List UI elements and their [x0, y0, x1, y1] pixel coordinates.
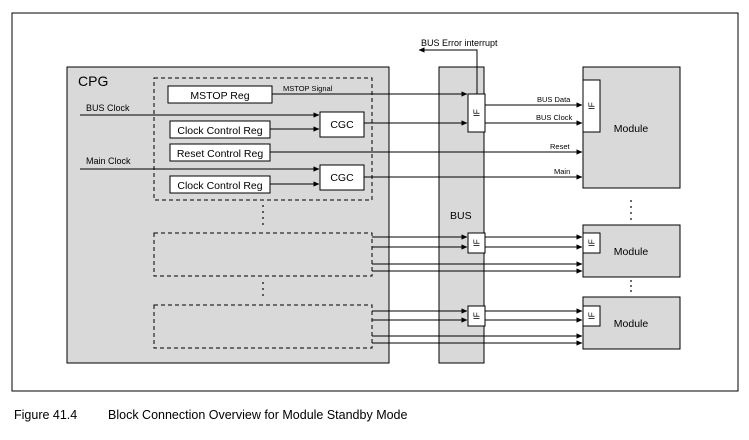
bus-label: BUS — [450, 210, 472, 222]
reset-control-reg-label: Reset Control Reg — [177, 148, 264, 160]
cgc-box-1 — [319, 111, 365, 138]
module-label-1: Module — [614, 123, 649, 135]
cpg-ellipsis-1 — [262, 205, 264, 225]
bus-error-interrupt-arrow — [418, 47, 478, 94]
cgc-box-2 — [319, 164, 365, 191]
bus-if-label-3: IF — [472, 312, 482, 320]
bus-if-box-2 — [467, 232, 486, 254]
figure-title: Block Connection Overview for Module Sta… — [108, 408, 408, 422]
module-label-2: Module — [614, 246, 649, 258]
bus-if-label-2: IF — [472, 239, 482, 247]
module-if-box-1 — [582, 79, 601, 133]
register-group — [153, 77, 373, 201]
module-label-3: Module — [614, 318, 649, 330]
clock-control-reg-label-2: Clock Control Reg — [177, 180, 262, 192]
cpg-label: CPG — [78, 73, 108, 89]
bus-clock-input-label: BUS Clock — [86, 103, 130, 113]
mstop-reg-label: MSTOP Reg — [190, 90, 249, 102]
bus-if-box-1 — [467, 93, 486, 133]
placeholder-group-2 — [153, 304, 373, 349]
module-if-label-1: IF — [587, 102, 597, 110]
mstop-signal-label: MSTOP Signal — [283, 84, 333, 93]
cgc-label-1: CGC — [330, 119, 354, 131]
bus-clock-signal-label: BUS Clock — [536, 113, 573, 122]
module-if-label-3: IF — [587, 312, 597, 320]
bus-error-interrupt-label: BUS Error interrupt — [421, 38, 498, 48]
figure-number: Figure 41.4 — [14, 408, 78, 422]
reset-signal-label: Reset — [550, 142, 571, 151]
placeholder-group-1 — [153, 232, 373, 277]
main-signal-label: Main — [554, 167, 570, 176]
bus-data-label: BUS Data — [537, 95, 571, 104]
module-if-box-3 — [582, 305, 601, 327]
module-ellipsis-2 — [630, 280, 632, 292]
bus-if-label-1: IF — [472, 109, 482, 117]
module-ellipsis-1 — [630, 200, 632, 220]
module-if-box-2 — [582, 232, 601, 254]
cpg-ellipsis-2 — [262, 282, 264, 296]
module-if-label-2: IF — [587, 239, 597, 247]
cgc-label-2: CGC — [330, 172, 354, 184]
figure-caption: Figure 41.4 Block Connection Overview for… — [14, 408, 407, 422]
main-clock-input-label: Main Clock — [86, 156, 131, 166]
clock-control-reg-label-1: Clock Control Reg — [177, 125, 262, 137]
bus-if-box-3 — [467, 305, 486, 327]
